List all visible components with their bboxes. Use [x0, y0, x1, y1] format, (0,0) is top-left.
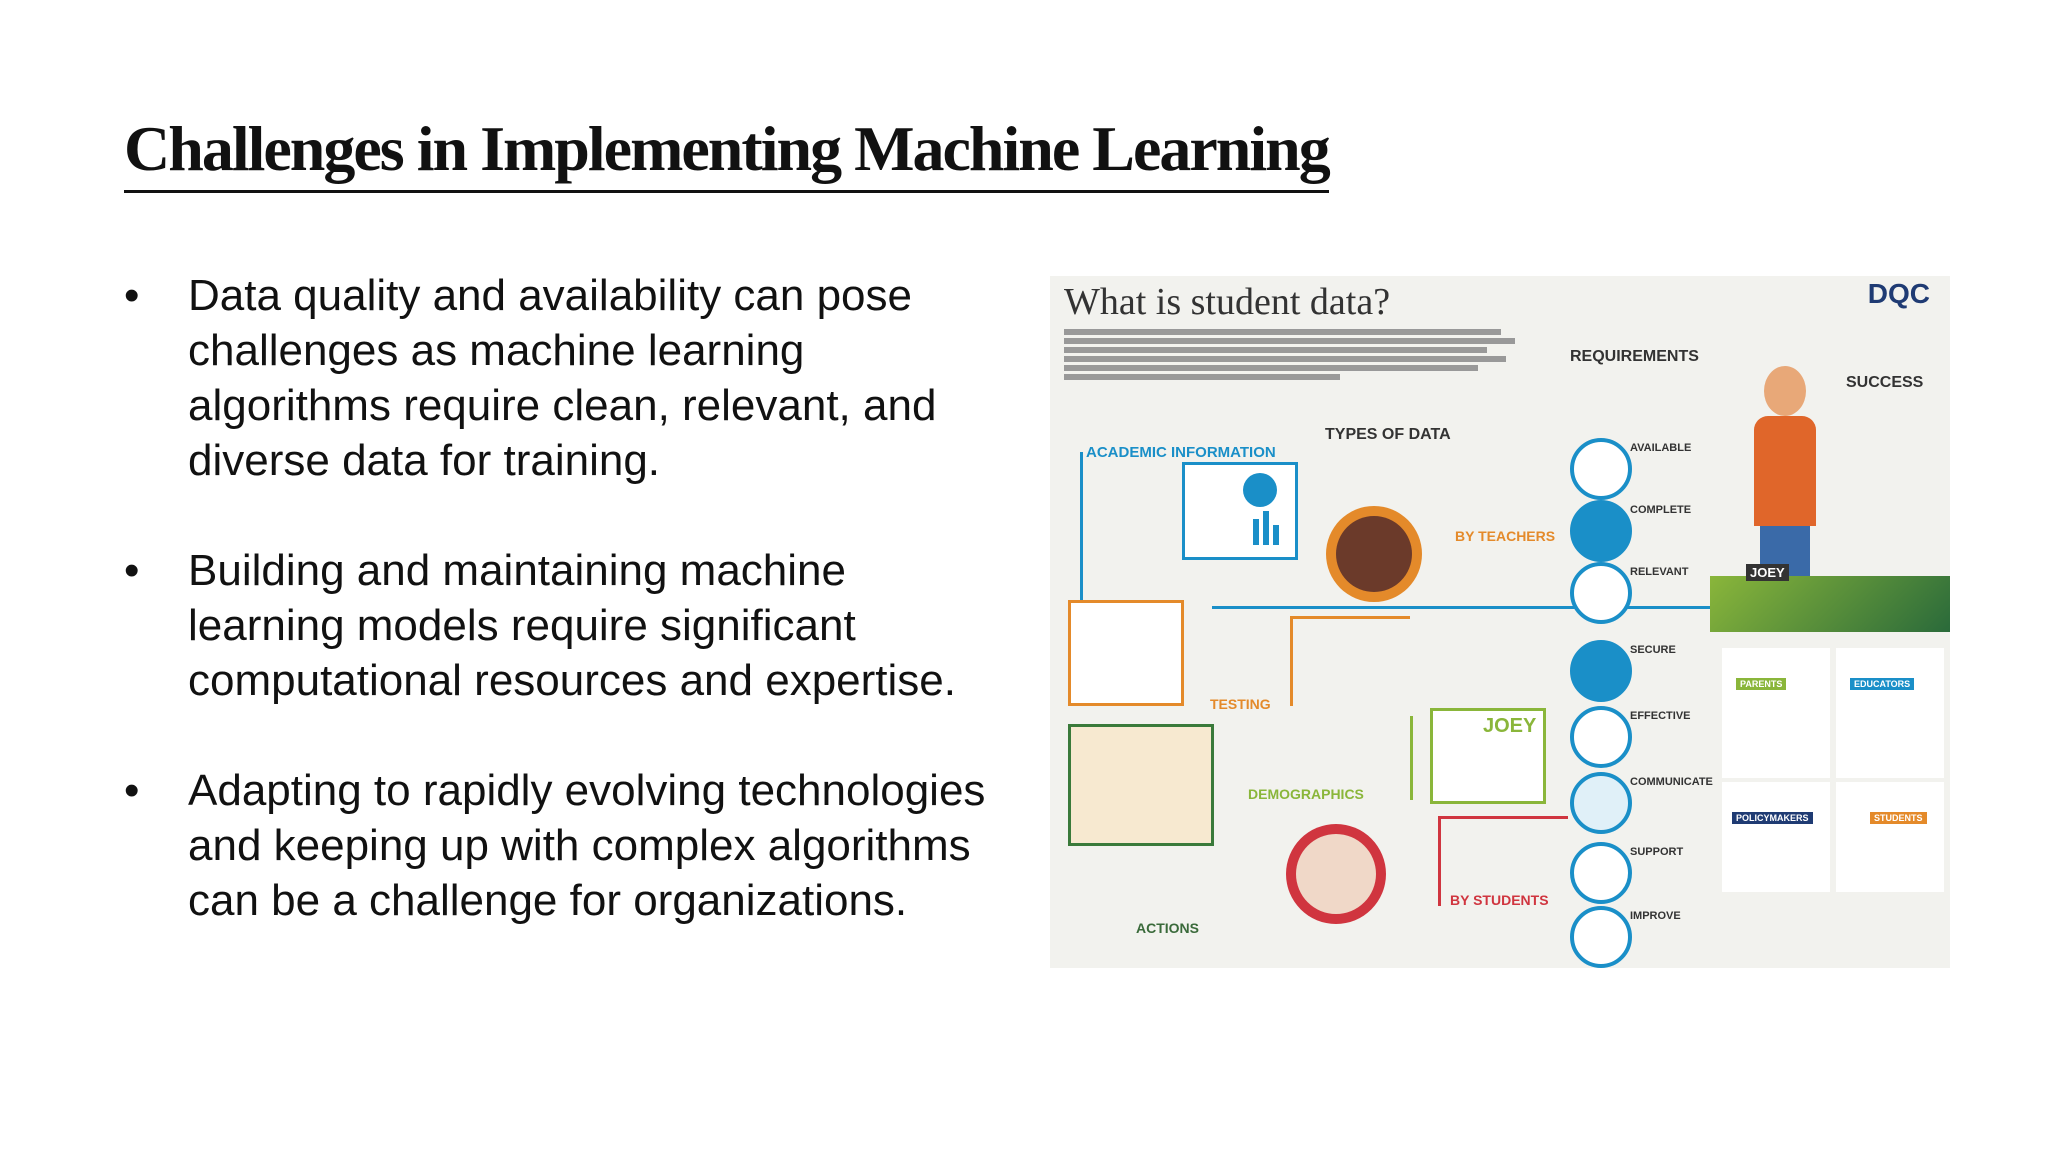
policymakers-panel: POLICYMAKERS: [1722, 782, 1830, 892]
bullet-marker: •: [124, 546, 140, 595]
testing-label: TESTING: [1210, 696, 1271, 712]
academic-charts-box: [1182, 462, 1298, 560]
joey-tag: JOEY: [1746, 564, 1789, 581]
slide-title: Challenges in Implementing Machine Learn…: [124, 108, 1331, 193]
bullet-item: • Data quality and availability can pose…: [124, 268, 1004, 488]
bullet-marker: •: [124, 271, 140, 320]
refresh-icon: [1570, 906, 1632, 968]
types-of-data-label: TYPES OF DATA: [1325, 426, 1451, 443]
pie-chart-icon: [1243, 473, 1277, 507]
parents-panel: PARENTS: [1722, 648, 1830, 778]
lightbulb-icon: [1570, 706, 1632, 768]
joey-card-label: JOEY: [1483, 715, 1537, 737]
by-teachers-label: BY TEACHERS: [1455, 528, 1556, 544]
infographic-title: What is student data?: [1064, 281, 1391, 323]
intro-text-block: [1064, 326, 1524, 383]
joey-card: JOEY: [1430, 708, 1546, 804]
dqc-logo: DQC: [1867, 278, 1930, 309]
actions-label: ACTIONS: [1136, 920, 1199, 936]
requirement-label: AVAILABLE: [1630, 442, 1692, 454]
requirement-label: IMPROVE: [1630, 910, 1681, 922]
blue-connector: [1212, 606, 1772, 609]
lock-icon: [1570, 640, 1632, 702]
joey-figure: [1750, 366, 1820, 606]
bullet-text: Adapting to rapidly evolving technologie…: [188, 766, 986, 925]
student-data-infographic: What is student data? DQC ACADEMIC INFOR…: [1050, 276, 1950, 968]
testing-illustration: [1068, 600, 1184, 706]
speech-bubble-icon: [1570, 772, 1632, 834]
requirement-label: COMPLETE: [1630, 504, 1692, 516]
teacher-illustration: [1326, 506, 1422, 602]
by-students-label: BY STUDENTS: [1450, 892, 1549, 908]
requirement-label: SUPPORT: [1630, 846, 1684, 858]
students-panel: STUDENTS: [1836, 782, 1944, 892]
requirement-label: COMMUNICATE: [1630, 776, 1713, 788]
requirement-label: RELEVANT: [1630, 566, 1689, 578]
students-illustration: [1286, 824, 1386, 924]
educators-panel: EDUCATORS: [1836, 648, 1944, 778]
bullet-text: Building and maintaining machine learnin…: [188, 546, 956, 705]
target-icon: [1570, 562, 1632, 624]
pie-icon: [1570, 500, 1632, 562]
bullet-item: • Building and maintaining machine learn…: [124, 543, 1004, 708]
academic-connector: [1080, 452, 1083, 602]
demographics-label: DEMOGRAPHICS: [1248, 786, 1364, 802]
bar-chart-icon: [1253, 519, 1259, 545]
bullet-item: • Adapting to rapidly evolving technolog…: [124, 763, 1004, 928]
requirement-label: EFFECTIVE: [1630, 710, 1691, 722]
clock-icon: [1570, 438, 1632, 500]
hills-illustration: [1710, 576, 1950, 632]
academic-information-label: ACADEMIC INFORMATION: [1086, 444, 1276, 461]
bullet-list: • Data quality and availability can pose…: [124, 268, 1004, 983]
success-label: SUCCESS: [1846, 374, 1924, 391]
requirement-label: SECURE: [1630, 644, 1676, 656]
bullet-text: Data quality and availability can pose c…: [188, 271, 937, 485]
demographics-illustration: [1068, 724, 1214, 846]
requirements-label: REQUIREMENTS: [1570, 348, 1699, 365]
star-icon: [1570, 842, 1632, 904]
bullet-marker: •: [124, 766, 140, 815]
